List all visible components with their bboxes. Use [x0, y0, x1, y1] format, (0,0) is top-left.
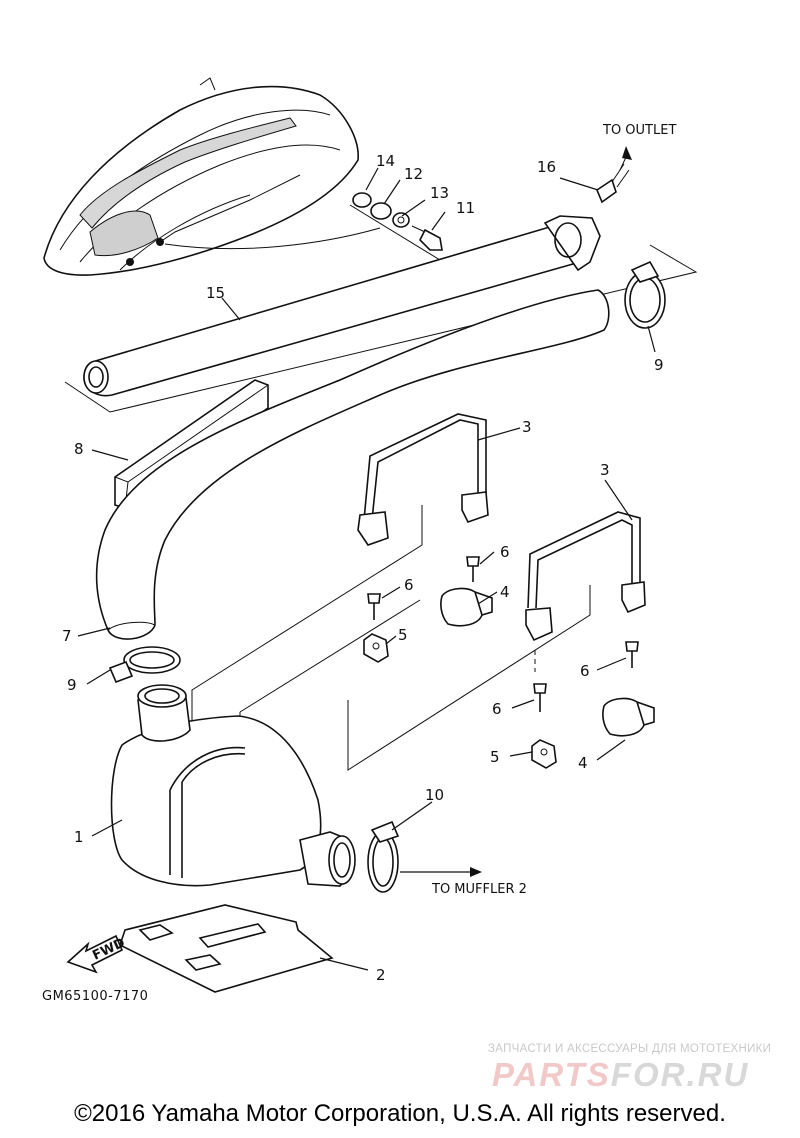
mount-bracket-upper — [363, 633, 389, 663]
callout-14: 14 — [376, 152, 395, 170]
exhaust-hose — [64, 215, 698, 413]
bracket-strap-lower — [525, 511, 646, 642]
watermark-subtitle: ЗАПЧАСТИ И АКСЕССУАРЫ ДЛЯ МОТОТЕХНИКИ — [488, 1043, 772, 1055]
fastener-set — [349, 192, 443, 261]
callout-1: 1 — [74, 828, 84, 846]
callout-6-d: 6 — [492, 700, 502, 718]
callout-12: 12 — [404, 165, 423, 183]
hose-clamp-lower — [108, 646, 181, 684]
callout-7: 7 — [62, 627, 72, 645]
muffler — [110, 684, 356, 887]
bolt-a — [466, 556, 480, 582]
outlet-fitting — [596, 146, 632, 204]
rubber-mount-lower — [602, 697, 655, 737]
callout-6-b: 6 — [404, 576, 414, 594]
watercraft-sketch — [43, 77, 381, 276]
callout-labels: 1 2 3 3 4 4 5 5 6 6 6 6 7 8 9 9 10 11 12… — [62, 152, 664, 984]
protector-plate — [119, 904, 334, 993]
callout-5-lower: 5 — [490, 748, 500, 766]
bolt-c — [625, 641, 639, 668]
callout-16: 16 — [537, 158, 556, 176]
callout-15: 15 — [206, 284, 225, 302]
leader-lines — [77, 167, 656, 971]
exhaust-parts-diagram: FWD 1 2 3 3 4 4 5 5 — [42, 77, 698, 1004]
mount-bracket-lower — [531, 739, 557, 769]
callout-9-lower: 9 — [67, 676, 77, 694]
rubber-mount-upper — [440, 587, 493, 627]
callout-11: 11 — [456, 199, 475, 217]
callout-4-lower: 4 — [578, 754, 588, 772]
callout-8: 8 — [74, 440, 84, 458]
callout-2: 2 — [376, 966, 386, 984]
callout-13: 13 — [430, 184, 449, 202]
to-outlet-note: TO OUTLET — [602, 123, 676, 138]
watermark-logo: PARTSFOR.RU — [492, 1056, 750, 1093]
callout-3-upper: 3 — [522, 418, 532, 436]
callout-3-lower: 3 — [600, 461, 610, 479]
forward-arrow-icon: FWD — [66, 934, 128, 974]
callout-9-upper: 9 — [654, 356, 664, 374]
hose-clamp-outlet — [367, 820, 400, 893]
diagram-code: GM65100-7170 — [42, 989, 148, 1004]
hose-clamp-upper — [624, 260, 666, 329]
exhaust-pipe — [95, 289, 610, 640]
callout-10: 10 — [425, 786, 444, 804]
bolt-b — [367, 593, 381, 620]
callout-4-upper: 4 — [500, 583, 510, 601]
callout-6-c: 6 — [580, 662, 590, 680]
callout-6-a: 6 — [500, 543, 510, 561]
callout-5-upper: 5 — [398, 626, 408, 644]
copyright-notice: ©2016 Yamaha Motor Corporation, U.S.A. A… — [74, 1100, 726, 1127]
bolt-d — [533, 683, 547, 712]
to-muffler-note: TO MUFFLER 2 — [431, 882, 527, 897]
bracket-strap-upper — [357, 413, 489, 546]
